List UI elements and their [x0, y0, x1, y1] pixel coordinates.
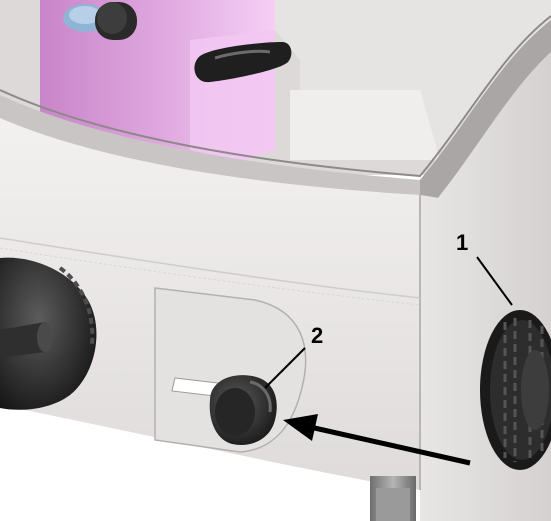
blue-knob — [63, 2, 137, 40]
housing-rim — [0, 15, 551, 198]
callout-1: 1 — [456, 230, 468, 255]
lever-icon — [209, 375, 277, 445]
leader-line-1 — [476, 256, 513, 306]
callout-leaders — [264, 256, 513, 389]
arrow-icon — [283, 414, 471, 466]
metal-foot — [370, 476, 416, 521]
stage-lever — [194, 42, 292, 83]
leader-line-2 — [264, 347, 306, 389]
left-focus-knob-icon — [0, 257, 97, 410]
callout-2: 2 — [311, 323, 323, 348]
focus-knob-icon — [480, 310, 551, 470]
